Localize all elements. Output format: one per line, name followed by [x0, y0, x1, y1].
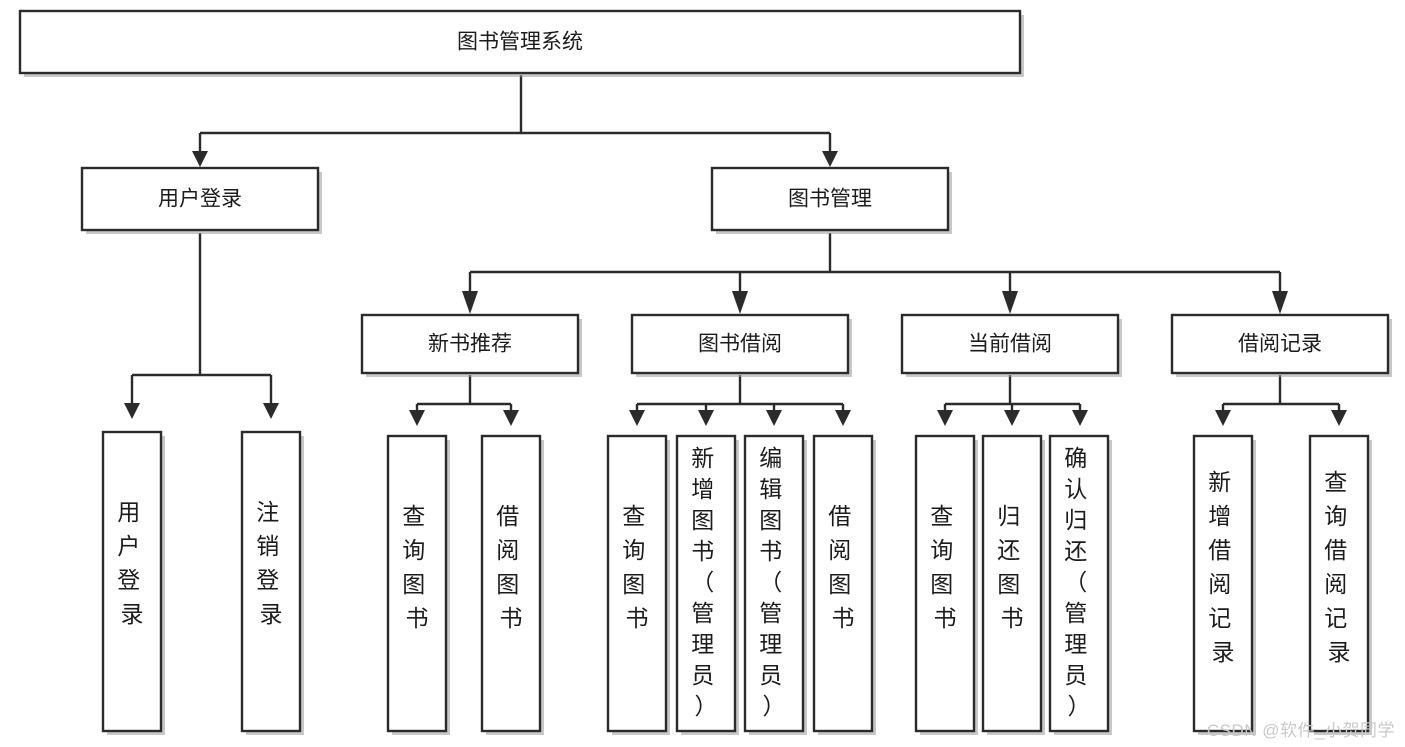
node-leaf-add-book-label: 新 增 图 书 （ 管 理 员 ） — [691, 445, 720, 719]
node-root[interactable]: 图书管理系统 — [18, 9, 1024, 77]
node-leaf-return-book-label: 归 还 图 书 — [997, 503, 1026, 631]
node-book-borrow-label: 图书借阅 — [698, 333, 782, 356]
arrowhead-leaf-query-record — [1331, 410, 1347, 426]
node-book-manage[interactable]: 图书管理 — [710, 166, 952, 234]
node-book-borrow[interactable]: 图书借阅 — [630, 313, 852, 377]
node-leaf-query-book-3-label: 查 询 图 书 — [930, 503, 959, 631]
arrowhead-leaf-user-login — [124, 403, 140, 419]
node-leaf-query-record[interactable]: 查 询 借 阅 记 录 — [1308, 434, 1372, 735]
node-leaf-add-book-box — [675, 434, 737, 733]
arrowhead-leaf-borrow-book-1 — [503, 410, 519, 426]
node-current-borrow[interactable]: 当前借阅 — [900, 313, 1122, 377]
arrowhead-leaf-confirm-return — [1072, 410, 1088, 426]
node-leaf-user-login-box — [101, 430, 163, 733]
arrowhead-book-borrow — [732, 291, 748, 314]
arrowhead-leaf-add-record — [1215, 410, 1231, 426]
arrowhead-leaf-query-book-2 — [629, 410, 645, 426]
node-book-manage-box — [710, 166, 950, 232]
node-current-borrow-label: 当前借阅 — [968, 333, 1052, 356]
node-leaf-query-record-label: 查 询 借 阅 记 录 — [1324, 469, 1353, 665]
connector-layer — [124, 75, 1347, 426]
node-leaf-add-record-box — [1192, 434, 1254, 733]
node-leaf-borrow-book-1-label: 借 阅 图 书 — [496, 503, 525, 631]
arrowhead-user-login — [192, 151, 208, 167]
arrowhead-borrow-record — [1272, 291, 1288, 314]
node-borrow-record-box — [1170, 313, 1390, 375]
node-leaf-query-book-1-label: 查 询 图 书 — [402, 503, 431, 631]
node-new-book-recommend-label: 新书推荐 — [428, 333, 512, 356]
node-leaf-return-book[interactable]: 归 还 图 书 — [981, 434, 1045, 735]
node-leaf-add-book[interactable]: 新 增 图 书 （ 管 理 员 ） — [675, 434, 739, 735]
node-leaf-user-logout-label: 注 销 登 录 — [256, 499, 285, 627]
arrowhead-leaf-return-book — [1004, 410, 1020, 426]
node-leaf-edit-book[interactable]: 编 辑 图 书 （ 管 理 员 ） — [743, 434, 807, 735]
node-leaf-query-book-1[interactable]: 查 询 图 书 — [386, 434, 450, 735]
node-new-book-recommend[interactable]: 新书推荐 — [360, 313, 582, 377]
node-book-manage-label: 图书管理 — [788, 188, 872, 211]
node-leaf-user-logout[interactable]: 注 销 登 录 — [240, 430, 304, 735]
node-new-book-recommend-box — [360, 313, 580, 375]
arrowhead-leaf-add-book — [698, 410, 714, 426]
node-leaf-query-book-2-label: 查 询 图 书 — [622, 503, 651, 631]
node-leaf-edit-book-box — [743, 434, 805, 733]
node-leaf-add-record[interactable]: 新 增 借 阅 记 录 — [1192, 434, 1256, 735]
node-leaf-query-record-box — [1308, 434, 1370, 733]
node-leaf-query-book-3[interactable]: 查 询 图 书 — [914, 434, 978, 735]
node-leaf-query-book-1-box — [386, 434, 448, 733]
node-root-label: 图书管理系统 — [457, 31, 583, 54]
node-root-box — [18, 9, 1022, 75]
arrowhead-leaf-user-logout — [263, 403, 279, 419]
node-user-login-label: 用户登录 — [158, 188, 242, 211]
node-leaf-user-login-label: 用 户 登 录 — [117, 499, 146, 627]
arrowhead-book-manage — [822, 151, 838, 167]
node-user-login-box — [80, 166, 320, 232]
arrowhead-current-borrow — [1002, 291, 1018, 314]
arrowhead-leaf-query-book-1 — [409, 410, 425, 426]
node-leaf-query-book-3-box — [914, 434, 976, 733]
arrowhead-leaf-query-book-3 — [937, 410, 953, 426]
node-leaf-user-logout-box — [240, 430, 302, 733]
node-user-login[interactable]: 用户登录 — [80, 166, 322, 234]
node-leaf-confirm-return[interactable]: 确 认 归 还 （ 管 理 员 ） — [1048, 434, 1112, 735]
node-book-borrow-box — [630, 313, 850, 375]
csdn-watermark: CSDN @软件_小贺同学 — [1206, 721, 1395, 740]
arrowhead-new-book-recommend — [462, 291, 478, 314]
node-leaf-confirm-return-box — [1048, 434, 1110, 733]
node-leaf-borrow-book-1-box — [480, 434, 542, 733]
node-borrow-record[interactable]: 借阅记录 — [1170, 313, 1392, 377]
arrowhead-leaf-borrow-book-2 — [835, 410, 851, 426]
node-leaf-edit-book-label: 编 辑 图 书 （ 管 理 员 ） — [759, 445, 788, 719]
node-leaf-borrow-book-1[interactable]: 借 阅 图 书 — [480, 434, 544, 735]
node-leaf-query-book-2[interactable]: 查 询 图 书 — [606, 434, 670, 735]
node-borrow-record-label: 借阅记录 — [1238, 333, 1322, 356]
node-leaf-add-record-label: 新 增 借 阅 记 录 — [1208, 469, 1237, 665]
node-leaf-confirm-return-label: 确 认 归 还 （ 管 理 员 ） — [1064, 445, 1093, 719]
node-leaf-borrow-book-2-box — [812, 434, 874, 733]
node-leaf-borrow-book-2-label: 借 阅 图 书 — [828, 503, 857, 631]
arrowhead-leaf-edit-book — [766, 410, 782, 426]
node-current-borrow-box — [900, 313, 1120, 375]
node-leaf-query-book-2-box — [606, 434, 668, 733]
node-leaf-user-login[interactable]: 用 户 登 录 — [101, 430, 165, 735]
node-leaf-return-book-box — [981, 434, 1043, 733]
node-leaf-borrow-book-2[interactable]: 借 阅 图 书 — [812, 434, 876, 735]
